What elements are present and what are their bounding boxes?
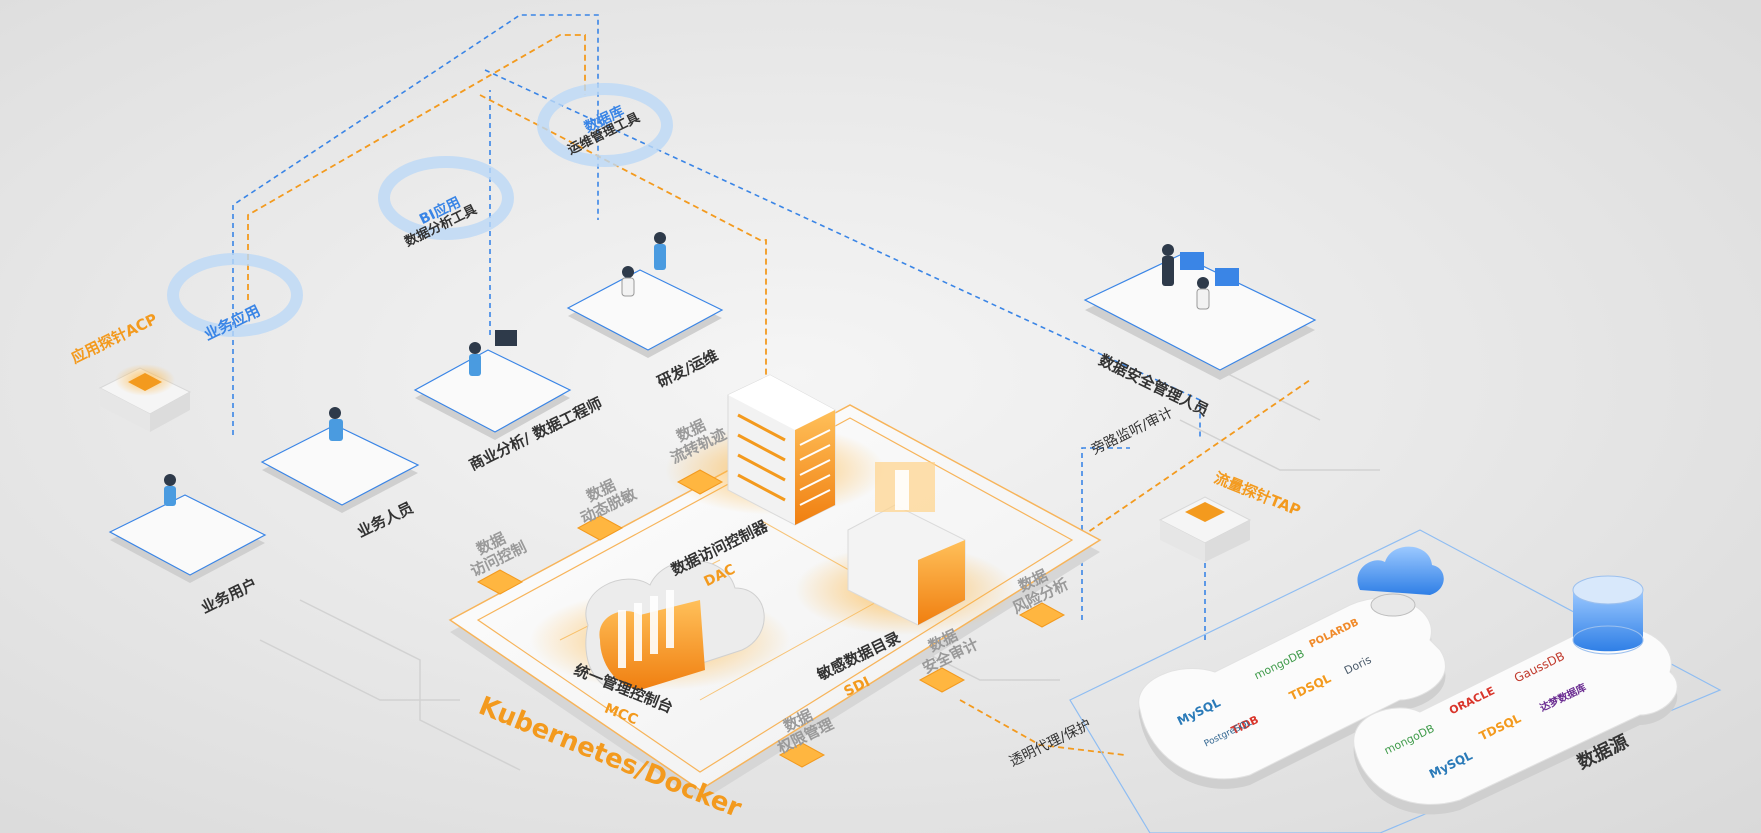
dac-server bbox=[665, 374, 885, 526]
sdi-server bbox=[795, 462, 1015, 635]
mcc-cloud-server bbox=[530, 560, 790, 691]
module-chips bbox=[476, 469, 1066, 768]
acp-probe-device bbox=[98, 364, 192, 432]
data-source-area bbox=[1069, 529, 1722, 833]
app-rings bbox=[167, 83, 673, 337]
person-platforms bbox=[108, 254, 1317, 583]
person-figures bbox=[164, 232, 1239, 506]
tap-probe-device bbox=[1158, 496, 1252, 562]
